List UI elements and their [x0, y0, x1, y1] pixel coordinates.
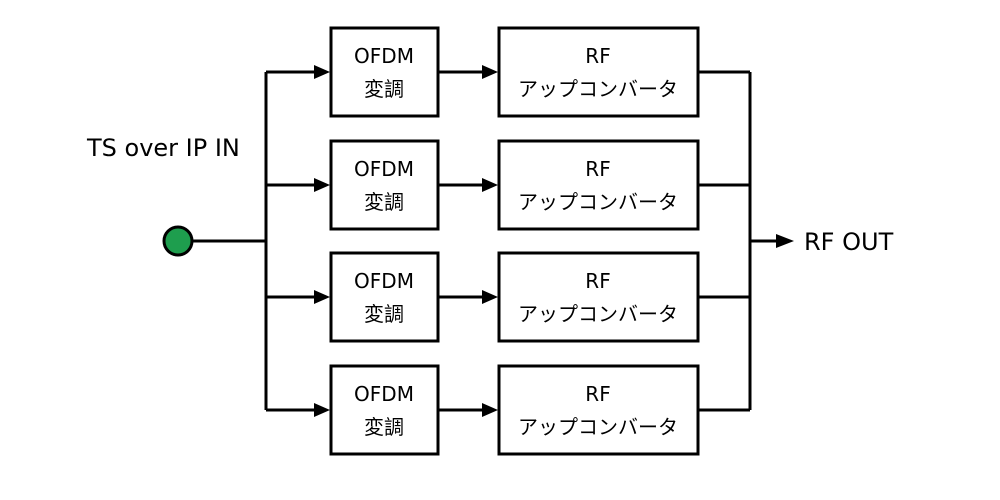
- converter-label-line2: アップコンバータ: [518, 77, 678, 101]
- channel-row: OFDM 変調 RF アップコンバータ: [266, 26, 750, 118]
- modulator-label-line2: 変調: [364, 77, 404, 101]
- converter-label-line1: RF: [585, 157, 610, 181]
- output-arrowhead: [776, 234, 794, 248]
- ofdm-modulator-box: [329, 251, 440, 343]
- ofdm-modulator-box: [329, 139, 440, 231]
- ofdm-modulator-box: [329, 364, 440, 456]
- rf-upconverter-box: [497, 364, 700, 456]
- modulator-input-arrowhead: [314, 178, 330, 192]
- channel-row: OFDM 変調 RF アップコンバータ: [266, 139, 750, 231]
- converter-input-arrowhead: [482, 65, 498, 79]
- converter-input-arrowhead: [482, 178, 498, 192]
- modulator-label-line2: 変調: [364, 190, 404, 214]
- converter-label-line2: アップコンバータ: [518, 302, 678, 326]
- modulator-label-line1: OFDM: [354, 44, 414, 68]
- input-node: [162, 225, 194, 257]
- modulator-label-line1: OFDM: [354, 157, 414, 181]
- converter-input-arrowhead: [482, 290, 498, 304]
- channel-row: OFDM 変調 RF アップコンバータ: [266, 364, 750, 456]
- converter-label-line1: RF: [585, 269, 610, 293]
- converter-label-line1: RF: [585, 44, 610, 68]
- ofdm-modulator-box: [329, 26, 440, 118]
- converter-label-line1: RF: [585, 382, 610, 406]
- converter-label-line2: アップコンバータ: [518, 190, 678, 214]
- converter-label-line2: アップコンバータ: [518, 415, 678, 439]
- modulator-input-arrowhead: [314, 403, 330, 417]
- modulator-input-arrowhead: [314, 290, 330, 304]
- modulator-label-line1: OFDM: [354, 269, 414, 293]
- modulator-label-line2: 変調: [364, 415, 404, 439]
- rf-upconverter-box: [497, 251, 700, 343]
- rf-upconverter-box: [497, 139, 700, 231]
- converter-input-arrowhead: [482, 403, 498, 417]
- modulator-label-line2: 変調: [364, 302, 404, 326]
- output-label: RF OUT: [804, 228, 894, 256]
- channel-row: OFDM 変調 RF アップコンバータ: [266, 251, 750, 343]
- modulator-label-line1: OFDM: [354, 382, 414, 406]
- modulator-input-arrowhead: [314, 65, 330, 79]
- rf-upconverter-box: [497, 26, 700, 118]
- input-label: TS over IP IN: [86, 134, 240, 162]
